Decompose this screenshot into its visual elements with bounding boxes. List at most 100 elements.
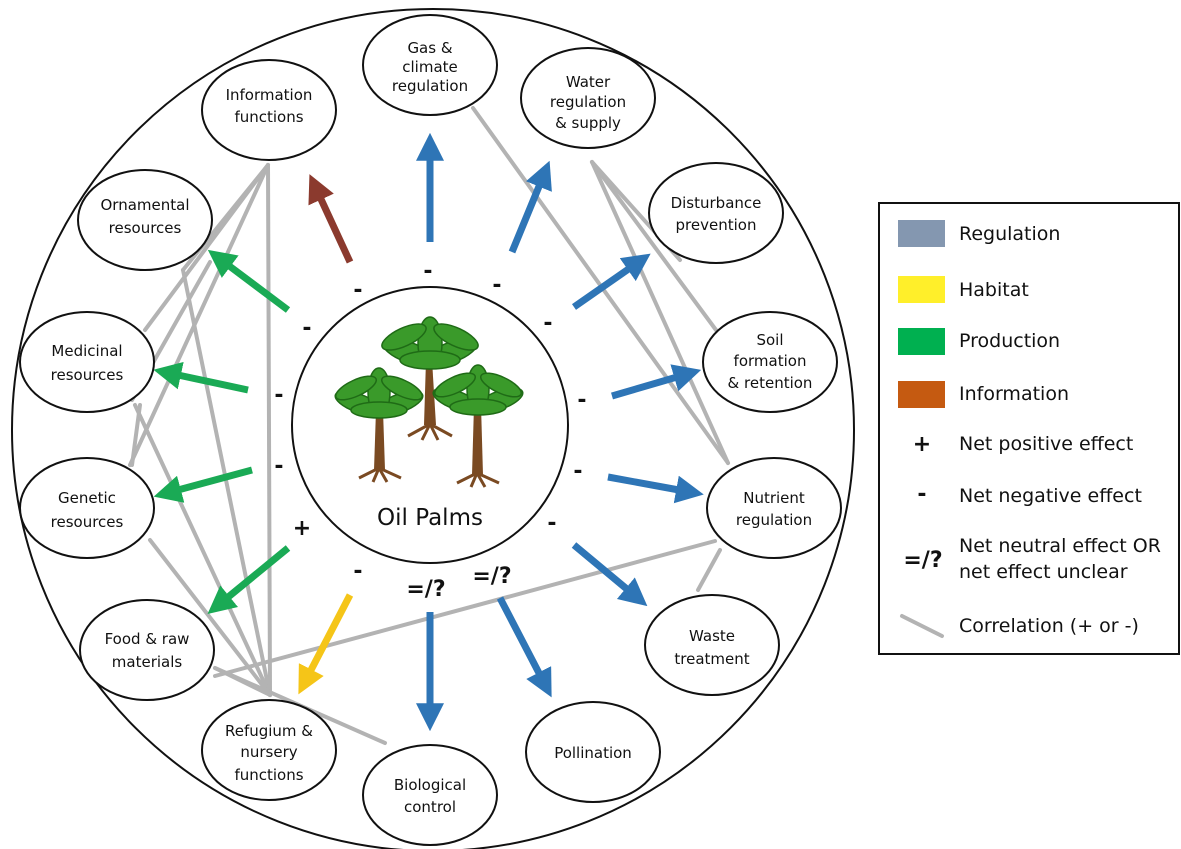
sign-genetic: - [274, 454, 283, 479]
node-information-line-2: functions [234, 108, 303, 126]
legend-label-neutral-2: net effect unclear [959, 561, 1128, 583]
node-genetic: Genetic resources [19, 457, 155, 559]
sign-waste: - [547, 511, 556, 536]
node-nutrient-line-1: Nutrient [743, 489, 805, 507]
node-waste-line-2: treatment [674, 650, 749, 668]
legend-item-neutral: =/? Net neutral effect OR net effect unc… [880, 532, 1180, 592]
legend-item-information: Information [880, 378, 1180, 418]
node-ornamental-line-1: Ornamental [101, 196, 190, 214]
arrow-nutrient [607, 473, 704, 504]
node-gas: Gas & climate regulation [362, 14, 498, 116]
node-gas-line-3: regulation [392, 77, 468, 95]
node-water: Water regulation & supply [520, 47, 656, 149]
node-soil-line-2: formation [734, 352, 807, 370]
sign-nutrient: - [573, 459, 582, 484]
node-refugium-line-3: functions [234, 766, 303, 784]
node-medicinal: Medicinal resources [19, 311, 155, 413]
legend-label-positive: Net positive effect [959, 433, 1134, 455]
node-soil-line-1: Soil [756, 331, 783, 349]
sign-ornamental: - [302, 316, 311, 341]
legend-label-production: Production [959, 330, 1061, 352]
correlation-line [590, 160, 730, 465]
node-gas-line-1: Gas & [407, 39, 452, 57]
legend-item-positive: + Net positive effect [880, 430, 1180, 470]
arrow-water [508, 160, 552, 254]
legend-label-correlation: Correlation (+ or -) [959, 615, 1139, 637]
sign-disturbance: - [543, 311, 552, 336]
legend-item-regulation: Regulation [880, 214, 1180, 254]
sign-food: + [293, 516, 311, 541]
correlation-line-icon [900, 614, 944, 638]
node-refugium-line-2: nursery [240, 743, 297, 761]
node-food-line-1: Food & raw [105, 630, 190, 648]
arrow-information [308, 174, 354, 264]
node-ornamental-line-2: resources [109, 219, 182, 237]
node-biocontrol-line-2: control [404, 798, 456, 816]
node-genetic-line-2: resources [51, 513, 124, 531]
node-soil-line-3: & retention [728, 374, 813, 392]
correlation-line [133, 403, 272, 697]
legend-label-negative: Net negative effect [959, 485, 1142, 507]
node-biocontrol-line-1: Biological [394, 776, 466, 794]
effect-signs: - - - - - - - =/? =/? - + - - - [274, 259, 586, 602]
legend-label-information: Information [959, 383, 1069, 405]
node-nutrient: Nutrient regulation [706, 457, 842, 559]
legend-item-habitat: Habitat [880, 272, 1180, 312]
legend-item-negative: - Net negative effect [880, 482, 1180, 522]
correlation-line [213, 539, 717, 678]
arrow-pollination [496, 596, 552, 698]
legend-label-habitat: Habitat [959, 279, 1029, 301]
correlation-line [590, 160, 718, 332]
legend-label-regulation: Regulation [959, 223, 1061, 245]
legend: Regulation Habitat Production Informatio… [878, 202, 1180, 655]
node-gas-line-2: climate [402, 58, 458, 76]
palm-trees-icon [334, 316, 524, 488]
arrow-soil [611, 364, 702, 400]
negative-symbol: - [917, 482, 927, 507]
center-label: Oil Palms [377, 505, 483, 531]
sign-pollination: =/? [472, 564, 511, 589]
node-waste-line-1: Waste [689, 627, 735, 645]
node-water-line-2: regulation [550, 93, 626, 111]
arrow-medicinal [153, 361, 249, 394]
correlation-line [148, 538, 272, 697]
arrow-genetic [153, 466, 253, 503]
node-pollination: Pollination [525, 701, 661, 803]
effect-arrows [153, 132, 704, 732]
correlation-line [143, 163, 270, 332]
positive-symbol: + [912, 432, 932, 457]
sign-soil: - [577, 388, 586, 413]
correlation-line [696, 548, 722, 592]
arrow-refugium [298, 593, 354, 695]
sign-refugium: - [353, 559, 362, 584]
regulation-swatch [898, 220, 945, 247]
node-water-line-3: & supply [555, 114, 621, 132]
sign-gas: - [423, 259, 432, 284]
legend-item-production: Production [880, 324, 1180, 364]
legend-label-neutral-1: Net neutral effect OR [959, 535, 1161, 557]
node-disturbance-line-1: Disturbance [671, 194, 762, 212]
sign-medicinal: - [274, 383, 283, 408]
arrow-waste [571, 542, 648, 607]
sign-information: - [353, 278, 362, 303]
node-pollination-line-1: Pollination [554, 744, 632, 762]
information-swatch [898, 381, 945, 408]
correlation-line [128, 163, 270, 467]
node-soil: Soil formation & retention [702, 311, 838, 413]
node-food-line-2: materials [112, 653, 183, 671]
node-water-line-1: Water [566, 73, 611, 91]
arrow-food [207, 545, 291, 614]
legend-item-correlation: Correlation (+ or -) [880, 608, 1180, 648]
node-food: Food & raw materials [79, 599, 215, 701]
arrow-ornamental [207, 249, 291, 313]
node-ornamental: Ornamental resources [77, 169, 213, 271]
sign-biocontrol: =/? [406, 577, 445, 602]
habitat-swatch [898, 276, 945, 303]
node-disturbance-line-2: prevention [676, 216, 757, 234]
production-swatch [898, 328, 945, 355]
node-genetic-line-1: Genetic [58, 489, 116, 507]
correlation-line [181, 268, 272, 697]
node-medicinal-line-1: Medicinal [51, 342, 122, 360]
correlation-line [266, 163, 272, 697]
arrow-disturbance [571, 253, 651, 310]
